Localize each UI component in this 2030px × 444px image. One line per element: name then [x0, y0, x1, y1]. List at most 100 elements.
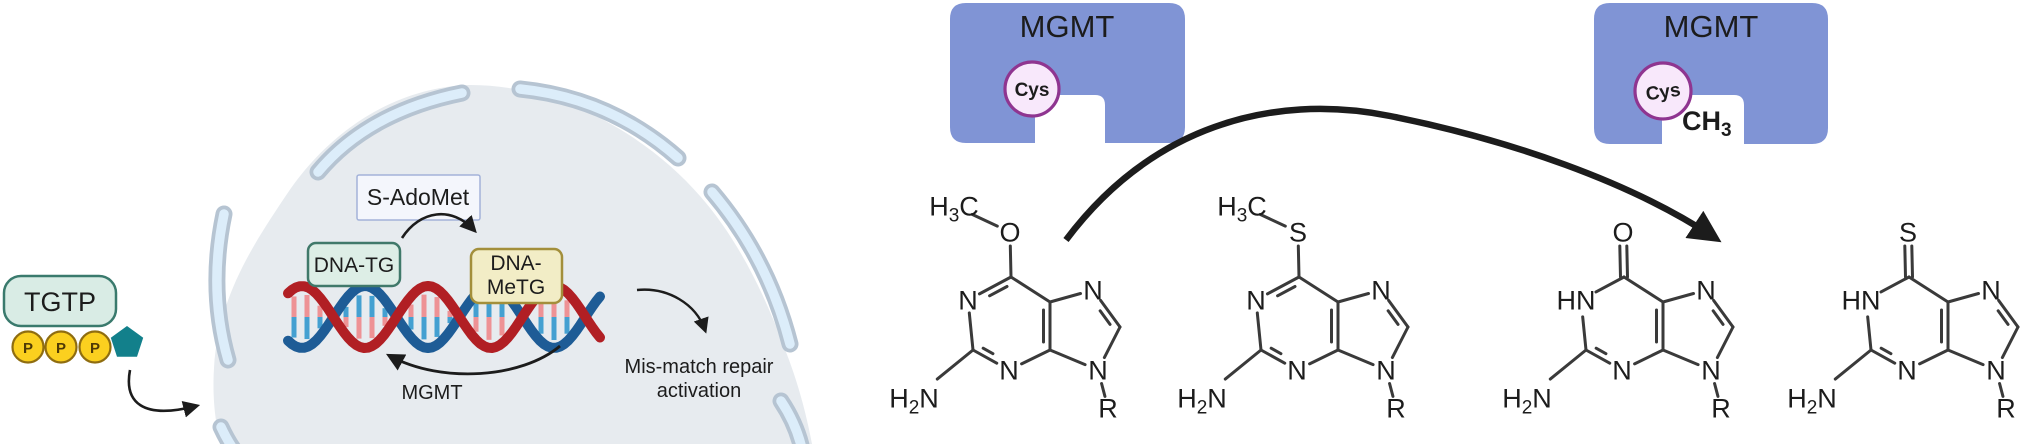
atom-label-n9: N: [1088, 356, 1108, 386]
tspan-shape: H: [1702, 106, 1722, 136]
phosphate-label: P: [56, 340, 66, 357]
bond: [1618, 244, 1622, 279]
r-group-label: R: [1711, 394, 1731, 424]
dna-strand-blue: [283, 281, 605, 353]
bond: [1336, 348, 1375, 367]
path-shape: [515, 84, 683, 163]
bond: [1661, 291, 1695, 304]
tspan-shape: 2: [909, 398, 920, 419]
tspan-shape: H: [1787, 384, 1807, 414]
protein-title: MGMT: [1664, 9, 1759, 44]
tspan-shape: N: [1696, 276, 1716, 306]
bond: [1048, 291, 1082, 304]
bond: [1997, 299, 2020, 329]
bond-inner: [1711, 309, 1725, 326]
tspan-shape: H: [1217, 192, 1237, 222]
r-group-label: R: [1098, 394, 1118, 424]
cys-residue-icon: [1633, 61, 1693, 121]
mismatch-label-line1: Mis-match repair: [625, 356, 774, 378]
tspan-shape: N: [1083, 276, 1103, 306]
tspan-shape: O: [1612, 218, 1633, 248]
phosphate-circle: [78, 330, 112, 364]
bond: [1048, 348, 1087, 367]
dna-tg-label: DNA-TG: [314, 254, 395, 277]
tspan-shape: R: [1711, 394, 1731, 424]
bond-inner: [1879, 346, 1893, 356]
sugar-pentagon-icon: [110, 326, 144, 357]
atom-label-n7: N: [1981, 276, 2001, 306]
tspan-shape: 2: [1807, 398, 1818, 419]
atom-label-x: S: [1289, 218, 1307, 248]
mgmt-enzyme-label: MGMT: [401, 382, 462, 404]
cys-label: Cys: [1644, 80, 1681, 106]
path-shape: [212, 209, 233, 365]
bond: [1907, 275, 1950, 304]
mgmt-protein-right: MGMT Cys CH3: [1594, 3, 1828, 144]
tspan-shape: N: [958, 286, 978, 316]
tspan-shape: N: [1532, 384, 1552, 414]
bond: [1387, 299, 1410, 329]
protein-shape: [950, 3, 1185, 143]
membrane-segment: [208, 205, 237, 369]
atom-label-n1: N: [958, 286, 978, 316]
tspan-shape: N: [1897, 356, 1917, 386]
atom-label-x: O: [1612, 218, 1633, 248]
mismatch-label-line2: activation: [657, 380, 742, 402]
cys-label: Cys: [1015, 80, 1050, 101]
dna-tg-rect: [306, 241, 402, 288]
bond: [1633, 348, 1665, 366]
dna-metg-rect: [469, 247, 564, 305]
tspan-shape: H: [1177, 384, 1197, 414]
bond: [1308, 348, 1340, 366]
path-shape: [216, 422, 236, 444]
tgtp-label: TGTP: [24, 287, 96, 317]
tspan-shape: S: [1899, 218, 1917, 248]
atom-label-n1: HN: [1842, 286, 1881, 316]
bond: [1903, 244, 1907, 279]
phosphate-group: P P P: [11, 330, 112, 364]
bond: [1548, 348, 1588, 381]
tspan-shape: 2: [1522, 398, 1533, 419]
mismatch-arrow: [636, 288, 709, 334]
atom-label-x: O: [999, 218, 1020, 248]
tspan-shape: C: [1682, 106, 1702, 136]
methylation-arrow: [400, 213, 477, 239]
phosphate-circle: [44, 330, 78, 364]
bond: [967, 311, 975, 352]
membrane-segment: [309, 84, 471, 181]
path-shape: [776, 396, 806, 444]
atom-label-n1: N: [1246, 286, 1266, 316]
atom-label-n9: N: [1701, 356, 1721, 386]
s-adomet-box: S-AdoMet: [356, 174, 481, 221]
bond: [1258, 212, 1287, 228]
mgmt-protein-left: MGMT Cys: [950, 3, 1185, 143]
bond: [1584, 348, 1612, 365]
bond-inner: [1276, 285, 1297, 298]
tspan-shape: N: [1207, 384, 1227, 414]
tspan-shape: O: [999, 218, 1020, 248]
dna-metg-label-line1: DNA-: [490, 252, 541, 275]
tspan-shape: N: [1612, 356, 1632, 386]
bond: [1713, 382, 1720, 398]
membrane-segment: [212, 418, 241, 444]
bond: [1255, 311, 1263, 352]
atom-label-n9: N: [1376, 356, 1396, 386]
dna-metg-label-line2: MeTG: [487, 276, 545, 299]
bond-inner: [981, 346, 995, 356]
bond: [1866, 315, 1873, 352]
tspan-shape: H: [1842, 286, 1862, 316]
tspan-shape: N: [1986, 356, 2006, 386]
bond: [1223, 348, 1263, 381]
r-group-label: R: [1386, 394, 1406, 424]
tspan-shape: N: [1861, 286, 1881, 316]
bond: [1946, 348, 1985, 367]
atom-label-n9: N: [1986, 356, 2006, 386]
tspan-shape: R: [1996, 394, 2016, 424]
bond: [1712, 299, 1735, 329]
tspan-shape: S: [1289, 218, 1307, 248]
atom-label-x: S: [1899, 218, 1917, 248]
bond: [1946, 291, 1980, 304]
